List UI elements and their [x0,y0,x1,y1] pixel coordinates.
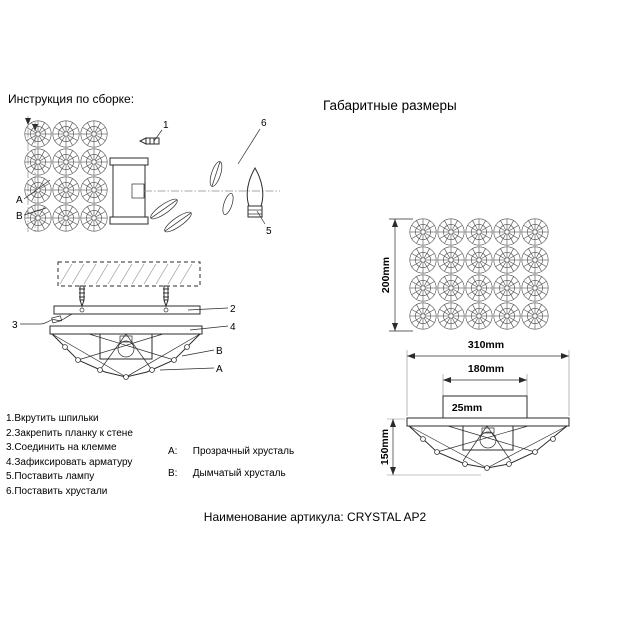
panel-dimension-drawing: 200mm [380,218,549,332]
assembly-instructions-title: Инструкция по сборке: [8,92,135,106]
callout-b-label: B [16,211,23,222]
article-name: Наименование артикула: CRYSTAL AP2 [203,510,427,524]
step-2: 2.Закрепить планку к стене [6,427,133,439]
legend-row-b: B: Дымчатый хрусталь [168,468,294,479]
candle-bulb-shape [246,167,264,207]
step-5: 5.Поставить лампу [6,471,95,482]
wall-mounting-diagram: 2 4 3 B A [12,261,236,380]
crystal-legend: A: Прозрачный хрусталь B: Дымчатый хруст… [168,446,294,490]
step-4: 4.Зафиксировать арматуру [6,456,133,468]
legend-row-a: A: Прозрачный хрусталь [168,446,294,457]
dim-panel-height: 200mm [380,257,392,293]
callout-a-label: A [16,195,23,206]
assembly-exploded-diagram: A B 1 6 5 [16,116,280,237]
callout-3-label: 3 [12,320,18,331]
legend-a-key: A: [168,446,178,457]
callout-4-label: 4 [230,322,236,333]
callout-b-label: B [216,346,223,357]
callout-2-label: 2 [230,304,236,315]
crystal-panel-side-view [24,120,108,232]
dim-total-width: 310mm [468,339,504,351]
callout-5-label: 5 [266,226,272,237]
legend-b-key: B: [168,468,178,479]
fixture-dimension-drawing: 310mm 180mm 25mm 150mm [379,339,570,476]
callout-a-label: A [216,364,223,375]
dim-plate-height: 25mm [452,402,482,414]
step-1: 1.Вкрутить шпильки [6,413,99,424]
dim-fixture-height: 150mm [379,429,391,465]
callout-1-label: 1 [163,120,169,131]
legend-b-value: Дымчатый хрусталь [192,468,286,479]
legend-a-value: Прозрачный хрусталь [192,446,295,457]
callout-6-label: 6 [261,118,267,129]
overall-dimensions-title: Габаритные размеры [323,98,457,113]
step-3: 3.Соединить на клемме [6,442,117,453]
assembly-steps-list: 1.Вкрутить шпильки 2.Закрепить планку к … [6,412,133,499]
crystal-panel-front-view [409,218,549,330]
step-6: 6.Поставить хрустали [6,485,108,497]
dim-plate-width: 180mm [468,363,504,375]
